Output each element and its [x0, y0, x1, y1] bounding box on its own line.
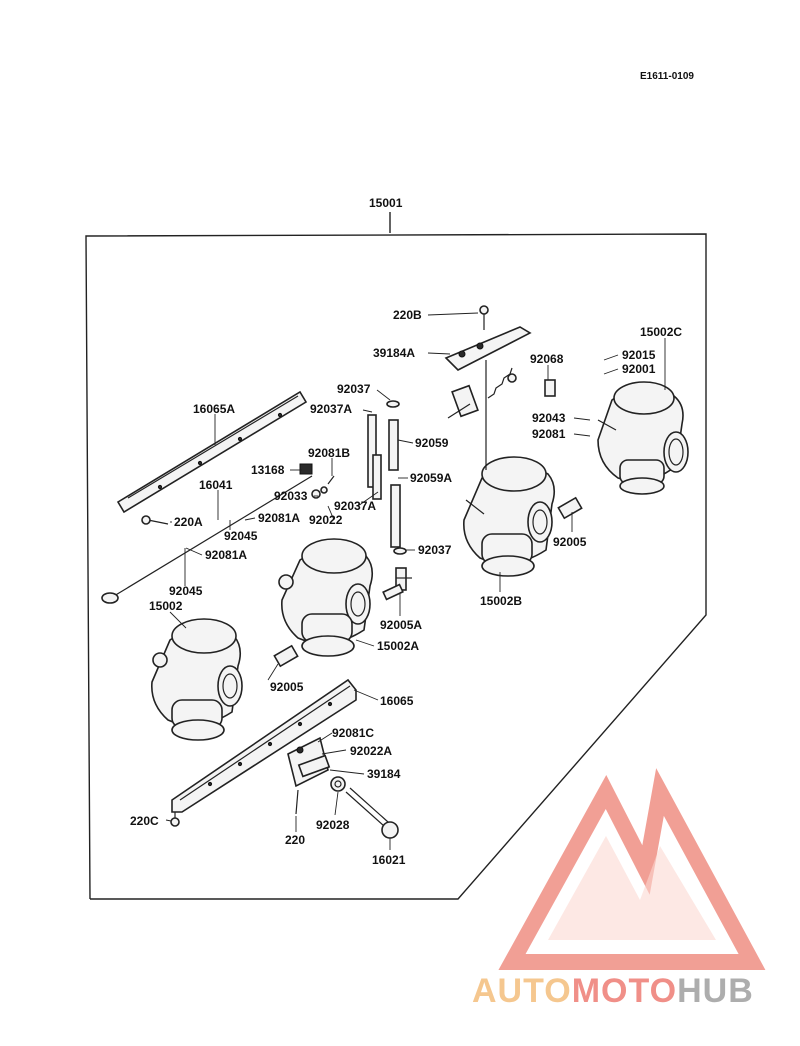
- bracket-16065: [171, 678, 357, 813]
- label-92028: 92028: [316, 818, 350, 832]
- label-92033: 92033: [274, 489, 308, 503]
- watermark-auto: AUTO: [472, 972, 572, 1010]
- pipe-92005-right: [557, 496, 583, 520]
- assembly-ref-label: 15001: [369, 196, 403, 210]
- watermark-hub: HUB: [677, 972, 754, 1010]
- label-220c: 220C: [130, 814, 159, 828]
- label-15002b: 15002B: [480, 594, 522, 608]
- label-92081a-1: 92081A: [258, 511, 300, 525]
- label-220: 220: [285, 833, 305, 847]
- fitting-92005a: [382, 567, 412, 601]
- watermark-logo: AUTOMOTOHUB: [472, 768, 766, 1010]
- label-15002a: 15002A: [377, 639, 419, 653]
- label-39184a: 39184A: [373, 346, 415, 360]
- watermark-triangle-icon: [498, 768, 766, 970]
- label-92059: 92059: [415, 436, 449, 450]
- label-92022a: 92022A: [350, 744, 392, 758]
- linkage-plate-39184a: [444, 305, 532, 419]
- label-92037-top: 92037: [337, 382, 371, 396]
- label-92005a: 92005A: [380, 618, 422, 632]
- label-92081b: 92081B: [308, 446, 350, 460]
- carburetor-15002: [151, 618, 243, 741]
- screw-220a: [141, 515, 169, 525]
- carburetor-15002b: [463, 360, 556, 577]
- label-220b: 220B: [393, 308, 422, 322]
- label-16065a: 16065A: [193, 402, 235, 416]
- label-92037-bot: 92037: [418, 543, 452, 557]
- choke-rod-16041: [101, 475, 313, 604]
- screw-220c: [170, 812, 180, 827]
- label-16021: 16021: [372, 853, 406, 867]
- leader-lines: [165, 312, 666, 850]
- label-92081a-2: 92081A: [205, 548, 247, 562]
- assembly-frame: 15001: [85, 196, 707, 900]
- label-16065: 16065: [380, 694, 414, 708]
- watermark-moto: MOTO: [572, 972, 677, 1010]
- label-13168: 13168: [251, 463, 285, 477]
- label-92081c: 92081C: [332, 726, 374, 740]
- label-92037a-top: 92037A: [310, 402, 352, 416]
- label-220a: 220A: [174, 515, 203, 529]
- label-92037a-mid: 92037A: [334, 499, 376, 513]
- bolt-16021: [345, 787, 399, 839]
- label-15002c: 15002C: [640, 325, 682, 339]
- fittings-13168: [299, 463, 335, 499]
- pipe-92005-left: [273, 644, 299, 668]
- label-92001: 92001: [622, 362, 656, 376]
- fuel-rail-16065a: [116, 390, 308, 514]
- label-15002: 15002: [149, 599, 183, 613]
- label-92045-2: 92045: [169, 584, 203, 598]
- label-92059a: 92059A: [410, 471, 452, 485]
- part-labels: 220B 39184A 92068 92015 15002C 92001 920…: [130, 308, 682, 867]
- label-92005-left: 92005: [270, 680, 304, 694]
- carburetor-15002a: [278, 538, 374, 657]
- tubes-92059: [367, 400, 407, 555]
- watermark-text: AUTOMOTOHUB: [472, 972, 754, 1010]
- label-92081: 92081: [532, 427, 566, 441]
- label-92045-1: 92045: [224, 529, 258, 543]
- document-code: E1611-0109: [640, 71, 694, 82]
- label-92043: 92043: [532, 411, 566, 425]
- spring-92068: [487, 367, 556, 399]
- label-92015: 92015: [622, 348, 656, 362]
- label-16041: 16041: [199, 478, 233, 492]
- lower-linkage-39184: [287, 736, 331, 815]
- label-92005-right: 92005: [553, 535, 587, 549]
- label-39184: 39184: [367, 767, 401, 781]
- carburetor-15002c: [597, 381, 689, 495]
- label-92022: 92022: [309, 513, 343, 527]
- label-92068: 92068: [530, 352, 564, 366]
- nut-92028: [330, 776, 346, 792]
